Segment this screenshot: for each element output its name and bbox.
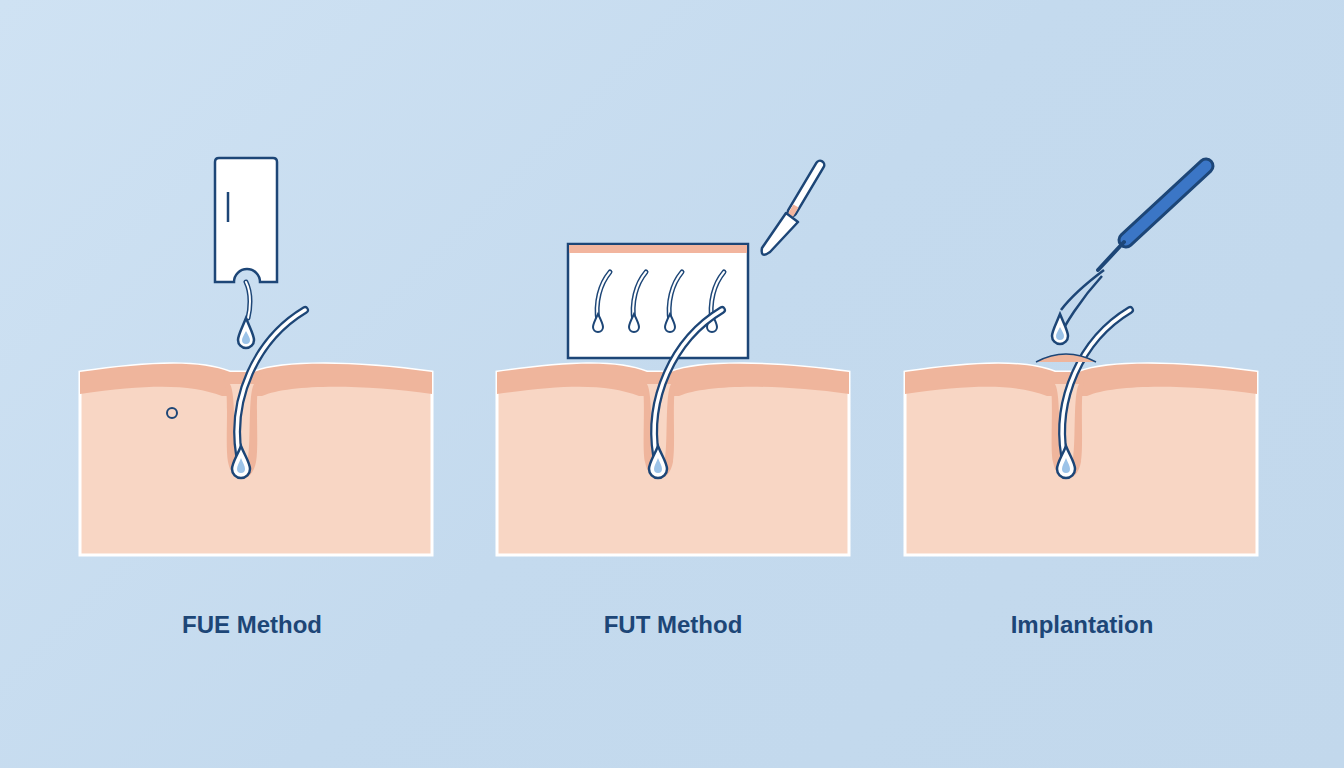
method-label: Implantation bbox=[1011, 611, 1154, 640]
method-label: FUT Method bbox=[604, 611, 743, 640]
method-label: FUE Method bbox=[182, 611, 322, 640]
